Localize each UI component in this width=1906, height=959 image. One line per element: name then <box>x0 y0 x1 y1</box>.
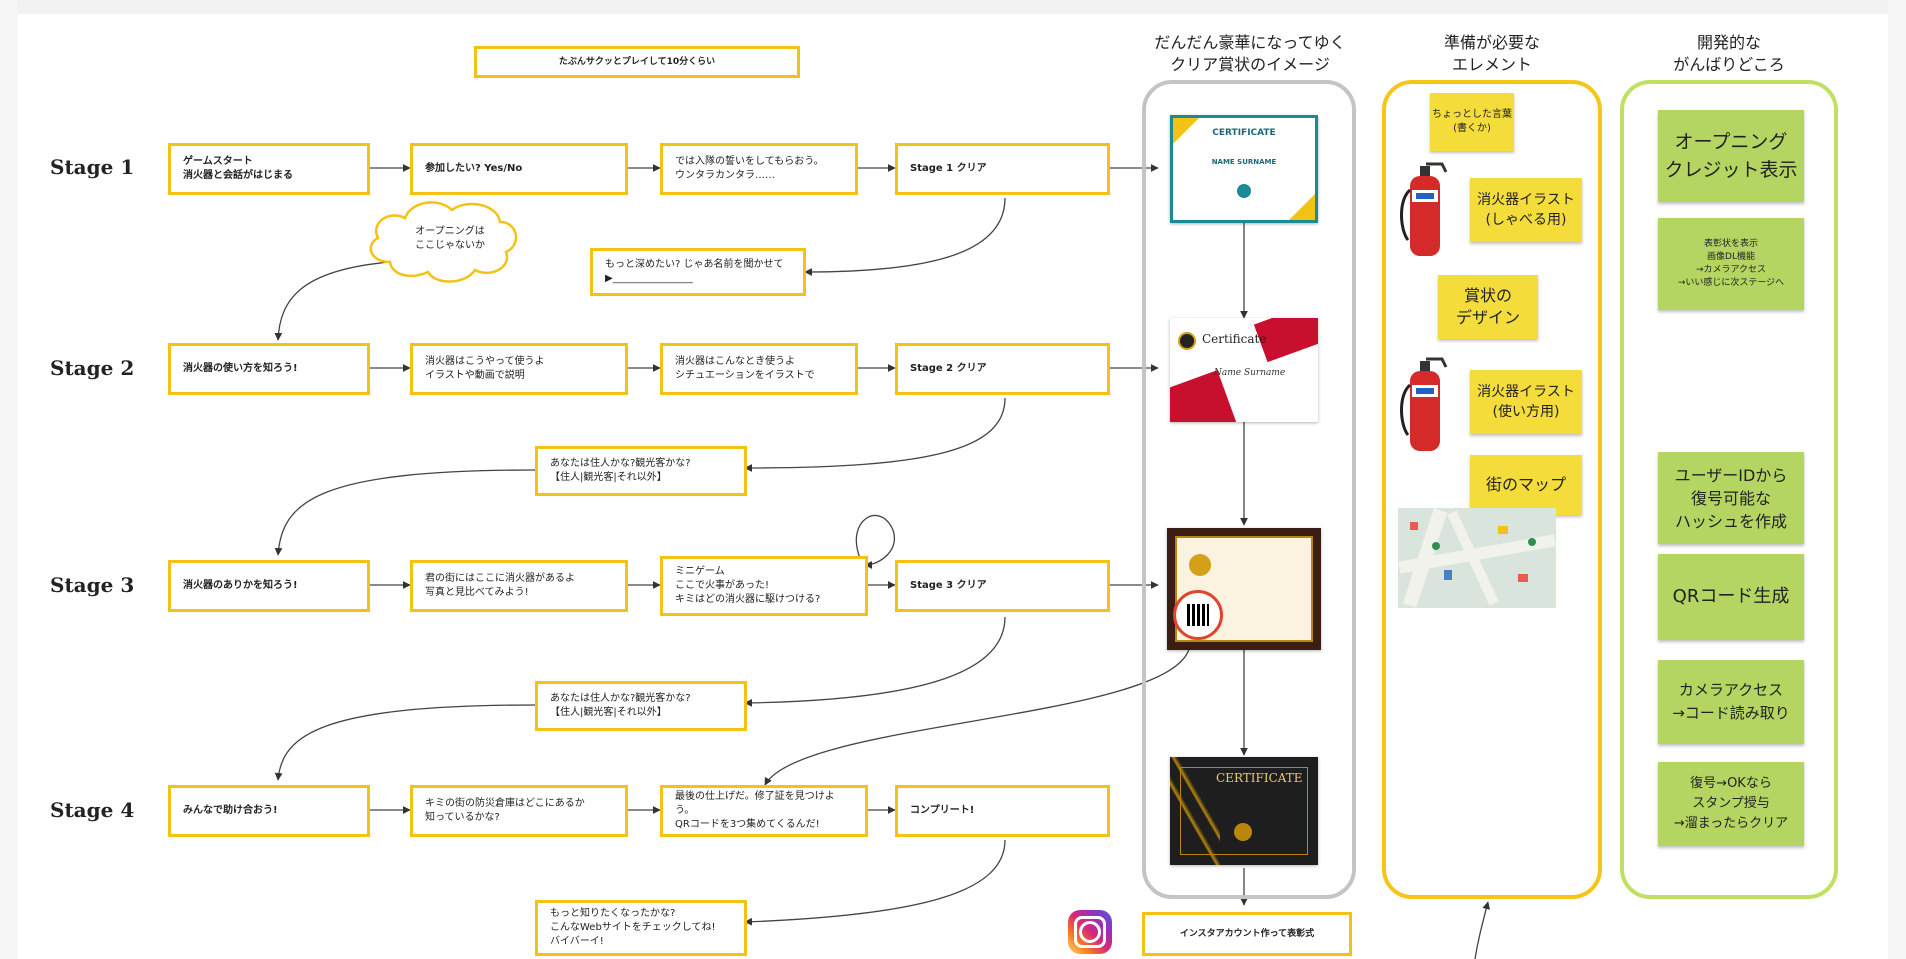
column-certificates-frame <box>1142 80 1356 899</box>
arrow-up-elements <box>1474 901 1491 959</box>
certificate-2-image: Certificate Name Surname <box>1170 318 1318 422</box>
curve-s3-down <box>744 616 1006 707</box>
curve-loop <box>855 514 896 569</box>
certificate-2-title: Certificate <box>1202 332 1267 346</box>
interstitial-text: あなたは住人かな?観光客かな? 【住人|観光客|それ以外】 <box>550 693 691 718</box>
step-text: 消火器のありかを知ろう! <box>183 580 298 591</box>
cloud-note: オープニングは ここじゃないか <box>415 226 485 251</box>
step-box: Stage 2 クリア <box>895 343 1110 395</box>
stage-3-label: Stage 3 <box>50 573 135 597</box>
step-text: Stage 3 クリア <box>910 580 987 591</box>
step-box: コンプリート! <box>895 785 1110 837</box>
step-text: キミの街の防災倉庫はどこにあるか 知っているかな? <box>425 798 585 823</box>
sticky-note: カメラアクセス →コード読み取り <box>1658 660 1804 744</box>
curve-q1-s3 <box>274 469 536 556</box>
stage-4-label: Stage 4 <box>50 798 135 822</box>
curve-q2-s4 <box>274 704 536 781</box>
interstitial-text: あなたは住人かな?観光客かな? 【住人|観光客|それ以外】 <box>550 458 691 483</box>
step-text: みんなで助け合おう! <box>183 805 278 816</box>
step-box: 消火器のありかを知ろう! <box>168 560 370 612</box>
sticky-note: オープニング クレジット表示 <box>1658 110 1804 202</box>
step-box: Stage 3 クリア <box>895 560 1110 612</box>
sticky-note: QRコード生成 <box>1658 554 1804 640</box>
sticky-note: 表彰状を表示 画像DL機能 →カメラアクセス →いい感じに次ステージへ <box>1658 218 1804 310</box>
cloud-shape <box>369 201 518 283</box>
step-text: Stage 2 クリア <box>910 363 987 374</box>
interstitial-box: あなたは住人かな?観光客かな? 【住人|観光客|それ以外】 <box>535 446 747 496</box>
certificate-4-image: CERTIFICATE <box>1170 757 1318 865</box>
curve-s4-down <box>744 839 1006 926</box>
step-box: では入隊の誓いをしてもらおう。 ウンタラカンタラ…… <box>660 143 858 195</box>
step-text: では入隊の誓いをしてもらおう。 ウンタラカンタラ…… <box>675 156 824 181</box>
interstitial-text: もっと知りたくなったかな? こんなWebサイトをチェックしてね! バイバーイ! <box>550 908 716 947</box>
step-text: コンプリート! <box>910 805 975 816</box>
certificate-1-name: NAME SURNAME <box>1211 158 1277 166</box>
sticky-note: 街のマップ <box>1470 455 1582 515</box>
step-box: みんなで助け合おう! <box>168 785 370 837</box>
step-text: ミニゲーム ここで火事があった! キミはどの消火器に駆けつける? <box>675 566 821 605</box>
certificate-1-image: CERTIFICATE NAME SURNAME <box>1170 115 1318 223</box>
duration-note-text: たぶんサクッとプレイして10分くらい <box>558 57 716 67</box>
interstitial-text: もっと深めたい? じゃあ名前を聞かせて ▶________________ <box>605 259 784 284</box>
step-text: 消火器はこんなとき使うよ シチュエーションをイラストで <box>675 356 815 381</box>
sticky-note: 賞状の デザイン <box>1438 275 1538 339</box>
column-dev-heading: 開発的な がんばりどころ <box>1673 33 1785 74</box>
certificate-3-image <box>1167 528 1321 650</box>
curve-s2-down <box>744 397 1006 472</box>
column-certificates-heading: だんだん豪華になってゆく クリア賞状のイメージ <box>1154 33 1346 74</box>
step-box: ミニゲーム ここで火事があった! キミはどの消火器に駆けつける? <box>660 556 868 616</box>
certificate-4-title: CERTIFICATE <box>1216 771 1303 785</box>
step-text: ゲームスタート 消火器と会話がはじまる <box>183 156 293 181</box>
sticky-note: ちょっとした言葉 (書くか) <box>1430 93 1514 151</box>
step-text: Stage 1 クリア <box>910 163 987 174</box>
step-box: 消火器はこうやって使うよ イラストや動画で説明 <box>410 343 628 395</box>
step-box: キミの街の防災倉庫はどこにあるか 知っているかな? <box>410 785 628 837</box>
column-dev-frame <box>1620 80 1838 899</box>
step-text: 消火器の使い方を知ろう! <box>183 363 298 374</box>
canvas-left-edge <box>0 0 18 959</box>
step-box: 最後の仕上げだ。修了証を見つけよう。 QRコードを3つ集めてくるんだ! <box>660 785 868 837</box>
sticky-note: 消火器イラスト (使い方用) <box>1470 370 1582 434</box>
town-map-image <box>1398 508 1556 608</box>
step-box: 消火器の使い方を知ろう! <box>168 343 370 395</box>
step-box: ゲームスタート 消火器と会話がはじまる <box>168 143 370 195</box>
step-text: 消火器はこうやって使うよ イラストや動画で説明 <box>425 356 545 381</box>
qr-code-icon <box>1173 590 1223 640</box>
fire-extinguisher-icon <box>1400 162 1448 256</box>
interstitial-box: もっと深めたい? じゃあ名前を聞かせて ▶________________ <box>590 248 806 296</box>
instagram-icon <box>1068 910 1112 954</box>
interstitial-box: あなたは住人かな?観光客かな? 【住人|観光客|それ以外】 <box>535 681 747 731</box>
stage-1-label: Stage 1 <box>50 155 135 179</box>
instagram-box-text: インスタアカウント作って表彰式 <box>1179 929 1315 939</box>
certificate-1-title: CERTIFICATE <box>1212 128 1276 138</box>
column-elements-frame <box>1382 80 1602 899</box>
stage-2-label: Stage 2 <box>50 356 135 380</box>
interstitial-box: もっと知りたくなったかな? こんなWebサイトをチェックしてね! バイバーイ! <box>535 900 747 956</box>
step-text: 最後の仕上げだ。修了証を見つけよう。 QRコードを3つ集めてくるんだ! <box>675 791 835 830</box>
curve-cloud-s2 <box>274 261 391 341</box>
sticky-note: 消火器イラスト (しゃべる用) <box>1470 178 1582 242</box>
step-box: Stage 1 クリア <box>895 143 1110 195</box>
certificate-2-name: Name Surname <box>1214 368 1286 378</box>
curve-s1-down <box>804 197 1006 276</box>
fire-extinguisher-icon <box>1400 357 1448 451</box>
step-text: 参加したい? Yes/No <box>425 163 523 174</box>
duration-note: たぶんサクッとプレイして10分くらい <box>474 46 800 78</box>
sticky-note: ユーザーIDから 復号可能な ハッシュを作成 <box>1658 452 1804 544</box>
step-text: 君の街にはここに消火器があるよ 写真と見比べてみよう! <box>425 573 575 598</box>
step-box: 消火器はこんなとき使うよ シチュエーションをイラストで <box>660 343 858 395</box>
sticky-note: 復号→OKなら スタンプ授与 →溜まったらクリア <box>1658 762 1804 846</box>
curve-qr-s4 <box>764 644 1191 786</box>
canvas-right-edge <box>1888 0 1906 959</box>
step-box: 参加したい? Yes/No <box>410 143 628 195</box>
step-box: 君の街にはここに消火器があるよ 写真と見比べてみよう! <box>410 560 628 612</box>
instagram-box: インスタアカウント作って表彰式 <box>1142 912 1352 956</box>
canvas-topbar <box>0 0 1906 14</box>
column-elements-heading: 準備が必要な エレメント <box>1443 33 1540 74</box>
